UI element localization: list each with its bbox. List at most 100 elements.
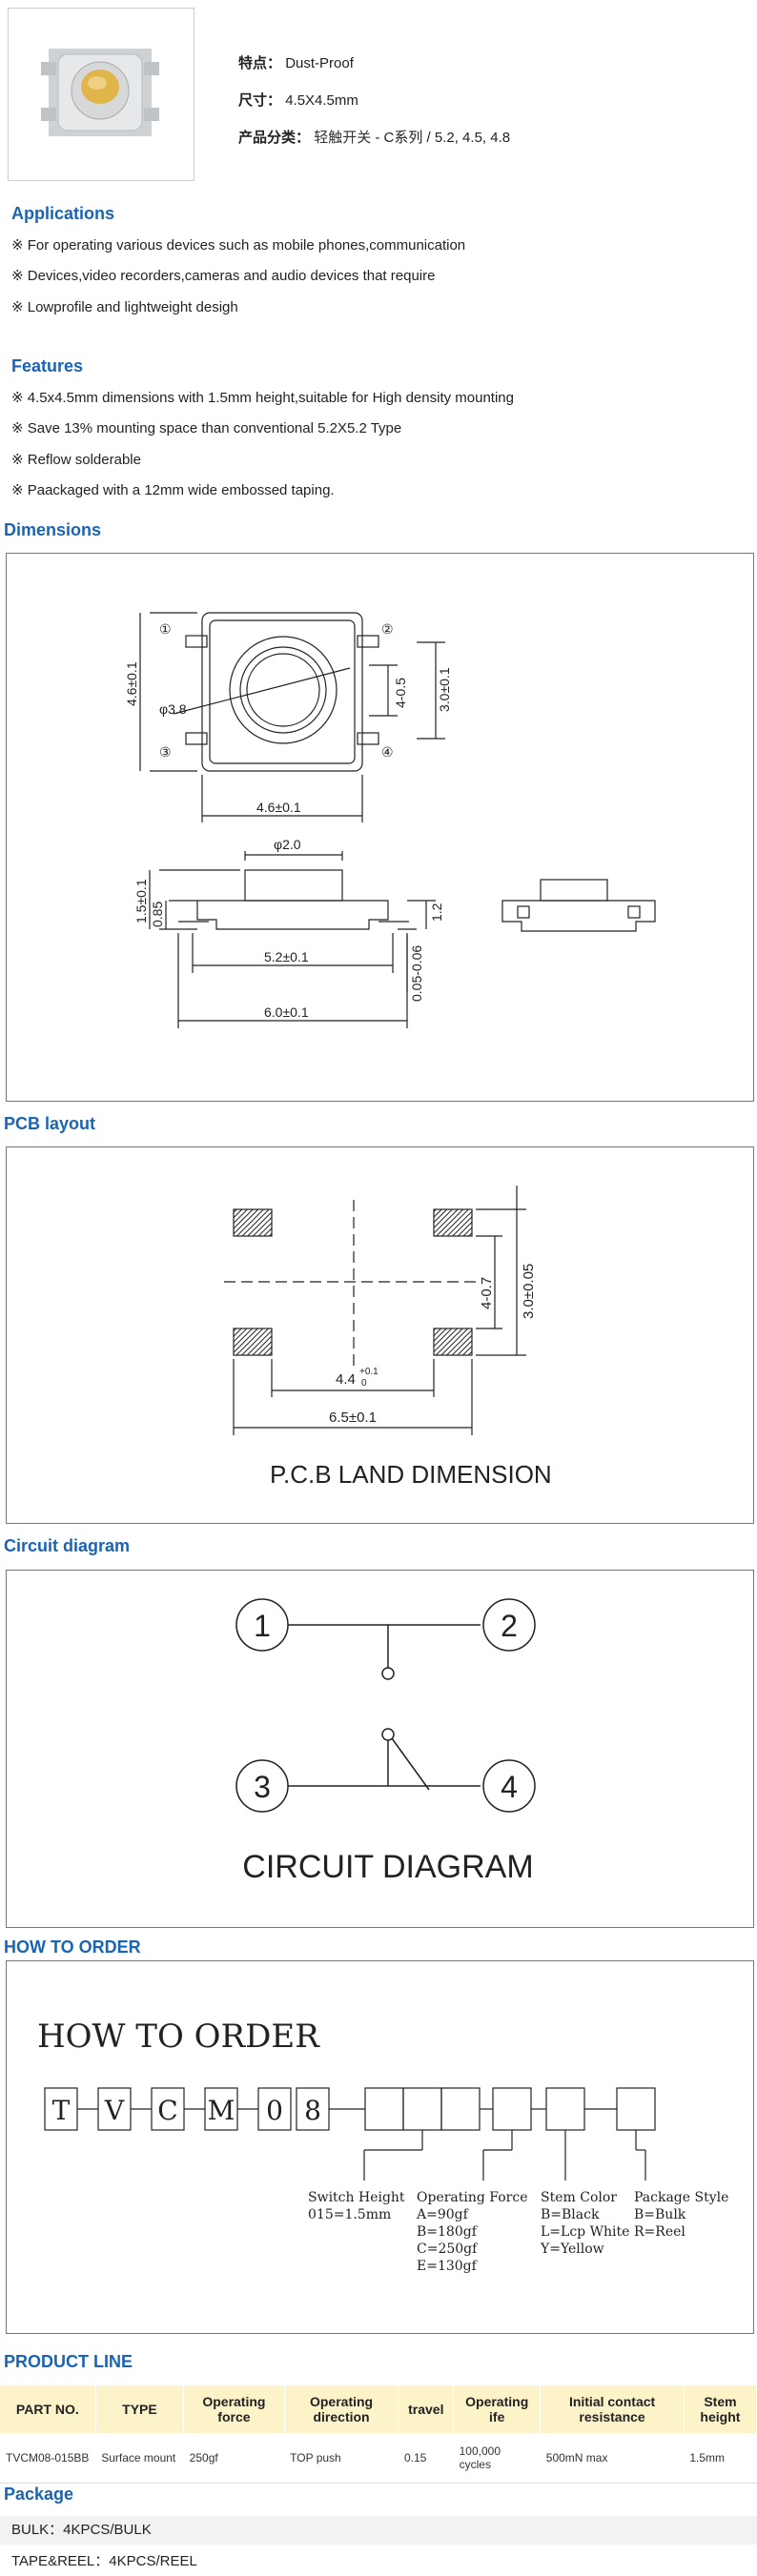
- pcb-caption: P.C.B LAND DIMENSION: [270, 1460, 552, 1489]
- product-line-table: PART NO. TYPE Operating force Operating …: [0, 2385, 757, 2484]
- node-2: 2: [501, 1609, 518, 1643]
- spec-category: 产品分类： 轻触开关 - C系列 / 5.2, 4.5, 4.8: [238, 127, 510, 147]
- dim-label: 4.6±0.1: [256, 800, 301, 815]
- package-style-option: B=Bulk: [634, 2207, 686, 2222]
- column-header: travel: [398, 2385, 455, 2433]
- pin-3-label: ③: [159, 744, 172, 760]
- circuit-title: Circuit diagram: [4, 1536, 131, 1555]
- pin-1-label: ①: [159, 621, 172, 637]
- order-letter: 0: [266, 2095, 283, 2126]
- package-style-option: R=Reel: [634, 2224, 685, 2240]
- order-letter: C: [157, 2095, 177, 2126]
- dimensions-drawing: ① ② ③ ④ 4.6±0.1 φ3.8 4-0.5 3.0±0.1 4.6±0…: [124, 612, 656, 1028]
- order-letter: V: [104, 2095, 125, 2126]
- pcb-dim-label: +0.1: [359, 1367, 378, 1377]
- cell-resistance: 500mN max: [540, 2433, 685, 2484]
- order-box: HOW TO ORDER: [6, 1960, 754, 2334]
- spec-feature: 特点： Dust-Proof: [238, 52, 354, 72]
- dim-label: 0.85: [150, 902, 165, 927]
- size-label: 尺寸：: [238, 92, 282, 109]
- package-reel: TAPE&REEL：4KPCS/REEL: [0, 2547, 757, 2576]
- dim-label: 1.5±0.1: [133, 879, 149, 923]
- features-title: Features: [11, 356, 84, 375]
- column-header: Operating direction: [284, 2385, 399, 2433]
- node-1: 1: [254, 1609, 271, 1643]
- application-line: ※ For operating various devices such as …: [11, 237, 466, 254]
- operating-force-option: C=250gf: [417, 2241, 479, 2257]
- order-title: HOW TO ORDER: [4, 1937, 141, 1957]
- table-header-row: PART NO. TYPE Operating force Operating …: [0, 2385, 757, 2433]
- cell-life: 100,000 cycles: [453, 2433, 541, 2484]
- pcb-dim-label: 4.4: [336, 1371, 356, 1388]
- order-drawing: HOW TO ORDER: [37, 2018, 728, 2274]
- switch-height-title: Switch Height: [308, 2190, 405, 2205]
- pcb-title: PCB layout: [4, 1114, 96, 1133]
- pcb-dim-label: 4-0.7: [479, 1277, 495, 1309]
- feature-line: ※ Reflow solderable: [11, 452, 141, 468]
- column-header: Operating force: [183, 2385, 285, 2433]
- order-letter: 8: [304, 2095, 321, 2126]
- category-rest: - C系列 / 5.2, 4.5, 4.8: [371, 130, 511, 146]
- operating-force-option: B=180gf: [417, 2224, 479, 2240]
- switch-height-option: 015=1.5mm: [308, 2207, 391, 2222]
- cell-stem-height: 1.5mm: [684, 2433, 757, 2484]
- applications-title: Applications: [11, 204, 115, 223]
- feature-line: ※ Save 13% mounting space than conventio…: [11, 420, 402, 436]
- cell-direction: TOP push: [284, 2433, 399, 2484]
- tact-switch-image: [41, 49, 159, 136]
- feature-line: ※ Paackaged with a 12mm wide embossed ta…: [11, 482, 335, 498]
- circuit-drawing: 1 2 3 4 CIRCUIT DIAGRAM: [235, 1598, 536, 1885]
- cell-force: 250gf: [183, 2433, 285, 2484]
- operating-force-title: Operating Force: [417, 2190, 528, 2205]
- column-header: Stem height: [684, 2385, 757, 2433]
- spec-size: 尺寸： 4.5X4.5mm: [238, 90, 358, 110]
- pin-2-label: ②: [381, 621, 394, 637]
- product-line-title: PRODUCT LINE: [4, 2352, 133, 2371]
- dim-label: 3.0±0.1: [437, 667, 452, 712]
- cell-travel: 0.15: [398, 2433, 454, 2484]
- order-heading: HOW TO ORDER: [37, 2018, 320, 2056]
- product-thumbnail: [8, 8, 194, 181]
- feature-value: Dust-Proof: [285, 55, 354, 71]
- dim-label: 1.2: [429, 903, 444, 922]
- order-letter: M: [208, 2095, 235, 2126]
- pin-4-label: ④: [381, 744, 394, 760]
- package-bulk: BULK：4KPCS/BULK: [0, 2516, 757, 2545]
- feature-label: 特点：: [238, 55, 282, 71]
- cell-part-no: TVCM08-015BB: [0, 2433, 96, 2484]
- order-letter: T: [52, 2095, 71, 2126]
- dim-label: 6.0±0.1: [264, 1004, 309, 1020]
- dim-label: 4.6±0.1: [124, 661, 139, 706]
- column-header: TYPE: [95, 2385, 185, 2433]
- circuit-caption: CIRCUIT DIAGRAM: [242, 1849, 533, 1885]
- operating-force-option: E=130gf: [417, 2259, 479, 2274]
- stem-color-title: Stem Color: [541, 2190, 617, 2205]
- application-line: ※ Lowprofile and lightweight desigh: [11, 299, 238, 315]
- stem-color-option: B=Black: [541, 2207, 600, 2222]
- pcb-drawing: 4.4 +0.1 0 6.5±0.1 4-0.7 3.0±0.05 P.C.B …: [224, 1186, 552, 1489]
- pcb-dim-label: 0: [361, 1378, 367, 1389]
- package-title: Package: [4, 2485, 74, 2504]
- circuit-drawing-box: 1 2 3 4 CIRCUIT DIAGRAM: [6, 1570, 754, 1928]
- column-header: PART NO.: [0, 2385, 96, 2433]
- size-value: 4.5X4.5mm: [285, 92, 358, 109]
- stem-color-option: L=Lcp White: [541, 2224, 629, 2240]
- dim-label: φ3.8: [159, 701, 187, 717]
- feature-line: ※ 4.5x4.5mm dimensions with 1.5mm height…: [11, 390, 514, 406]
- application-line: ※ Devices,video recorders,cameras and au…: [11, 268, 436, 284]
- dim-label: 4-0.5: [393, 678, 408, 708]
- pcb-dim-label: 6.5±0.1: [329, 1410, 377, 1426]
- stem-color-option: Y=Yellow: [540, 2241, 604, 2257]
- node-4: 4: [501, 1770, 518, 1804]
- package-style-title: Package Style: [634, 2190, 728, 2205]
- dim-label: φ2.0: [274, 837, 301, 852]
- cell-type: Surface mount: [95, 2433, 184, 2484]
- dim-label: 5.2±0.1: [264, 949, 309, 964]
- dim-label: 0.05-0.06: [409, 945, 424, 1002]
- table-row: TVCM08-015BB Surface mount 250gf TOP pus…: [0, 2433, 757, 2484]
- category-link[interactable]: 轻触开关: [314, 130, 372, 146]
- operating-force-option: A=90gf: [416, 2207, 470, 2222]
- column-header: Initial contact resistance: [540, 2385, 685, 2433]
- dimensions-title: Dimensions: [4, 520, 102, 539]
- category-label: 产品分类：: [238, 130, 311, 146]
